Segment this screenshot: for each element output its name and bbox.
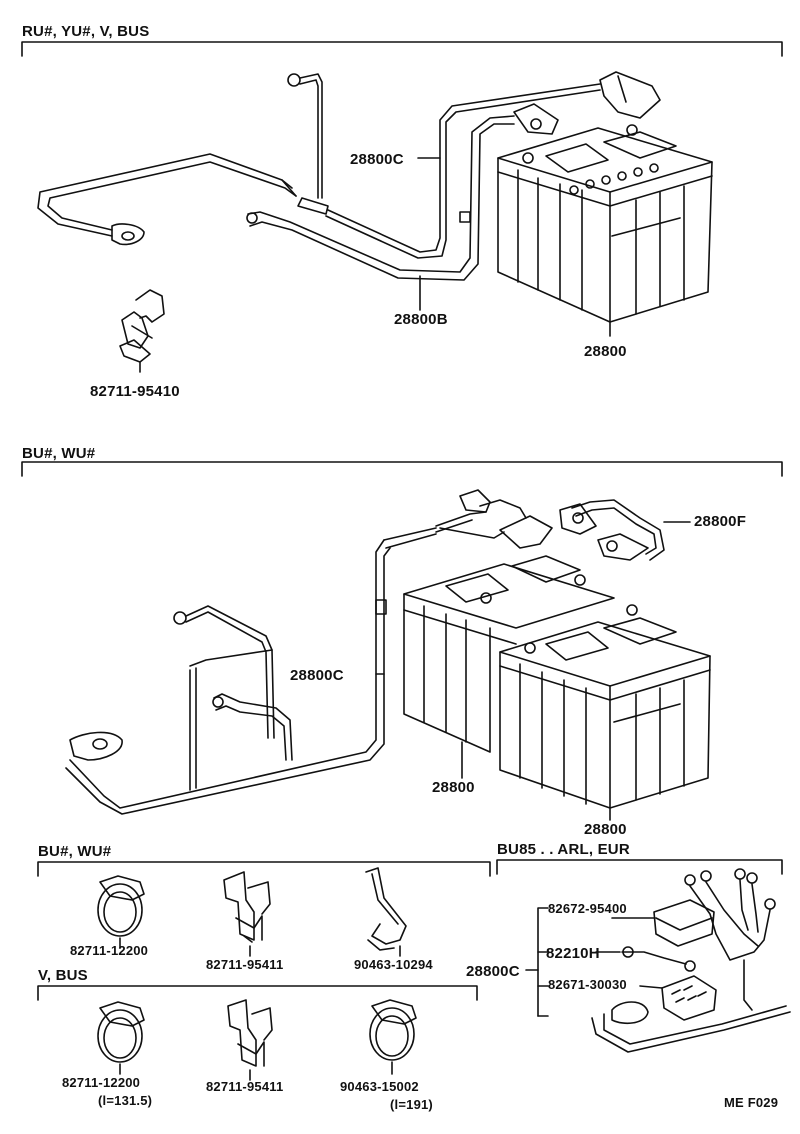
label-82711-95411-v: 82711-95411 <box>206 1079 284 1094</box>
cable-ring-middle <box>173 605 275 791</box>
clamp-82711-12200-v <box>97 1001 145 1075</box>
heading-ru-yu-v-bus: RU#, YU#, V, BUS <box>22 23 150 40</box>
cable-28800f <box>559 499 665 561</box>
heading-v-bus-clamps: V, BUS <box>38 967 88 984</box>
note-82711-12200-v: (l=131.5) <box>98 1093 153 1108</box>
cable-28800c-top <box>325 71 661 259</box>
leaders-top <box>139 157 611 373</box>
section-bracket-bu85 <box>496 859 783 875</box>
cable-terminal-middle <box>212 693 293 761</box>
section-bracket-top <box>21 41 783 57</box>
note-90463-15002: (l=191) <box>390 1097 433 1112</box>
battery-left-middle <box>403 555 615 753</box>
cable-28800c-middle <box>65 489 553 815</box>
clamp-82711-95411-v <box>227 999 273 1081</box>
heading-bu-wu-clamps: BU#, WU# <box>38 843 112 860</box>
label-82671-30030: 82671-30030 <box>548 977 627 992</box>
label-28800-left: 28800 <box>432 779 475 796</box>
clamp-90463-10294-bu <box>365 867 407 957</box>
label-82711-12200-bu: 82711-12200 <box>70 943 149 958</box>
label-28800-right: 28800 <box>584 821 627 838</box>
section-bracket-clamps-v <box>37 985 478 1001</box>
label-82711-12200-v: 82711-12200 <box>62 1075 141 1090</box>
label-28800f: 28800F <box>694 513 747 530</box>
section-bracket-clamps-bu <box>37 861 491 877</box>
leaders-middle <box>375 521 691 821</box>
label-82672-95400: 82672-95400 <box>548 901 627 916</box>
cable-28800b-top <box>246 103 559 281</box>
battery-right-middle <box>499 604 711 809</box>
clamp-82711-12200-bu <box>97 875 145 949</box>
label-82711-95410: 82711-95410 <box>90 383 180 400</box>
section-bracket-middle <box>21 461 783 477</box>
label-82711-95411-bu: 82711-95411 <box>206 957 284 972</box>
bu85-harness <box>525 868 791 1053</box>
label-82210h: 82210H <box>546 945 600 962</box>
clamp-90463-15002-v <box>369 999 417 1075</box>
clamp-82711-95411-bu <box>223 871 271 957</box>
ground-cable-loop <box>37 153 297 246</box>
label-28800b-top: 28800B <box>394 311 448 328</box>
label-90463-15002: 90463-15002 <box>340 1079 419 1094</box>
battery-top <box>497 124 713 323</box>
clamp-82711-95410 <box>119 289 165 363</box>
label-28800-top: 28800 <box>584 343 627 360</box>
heading-bu85: BU85 . . ARL, EUR <box>497 841 630 858</box>
heading-bu-wu-middle: BU#, WU# <box>22 445 96 462</box>
label-28800c-middle: 28800C <box>290 667 344 684</box>
label-90463-10294: 90463-10294 <box>354 957 433 972</box>
label-28800c-bu85: 28800C <box>466 963 520 980</box>
label-28800c-top: 28800C <box>350 151 404 168</box>
cable-vertical-ring <box>287 73 329 215</box>
figure-code: ME F029 <box>724 1095 779 1110</box>
